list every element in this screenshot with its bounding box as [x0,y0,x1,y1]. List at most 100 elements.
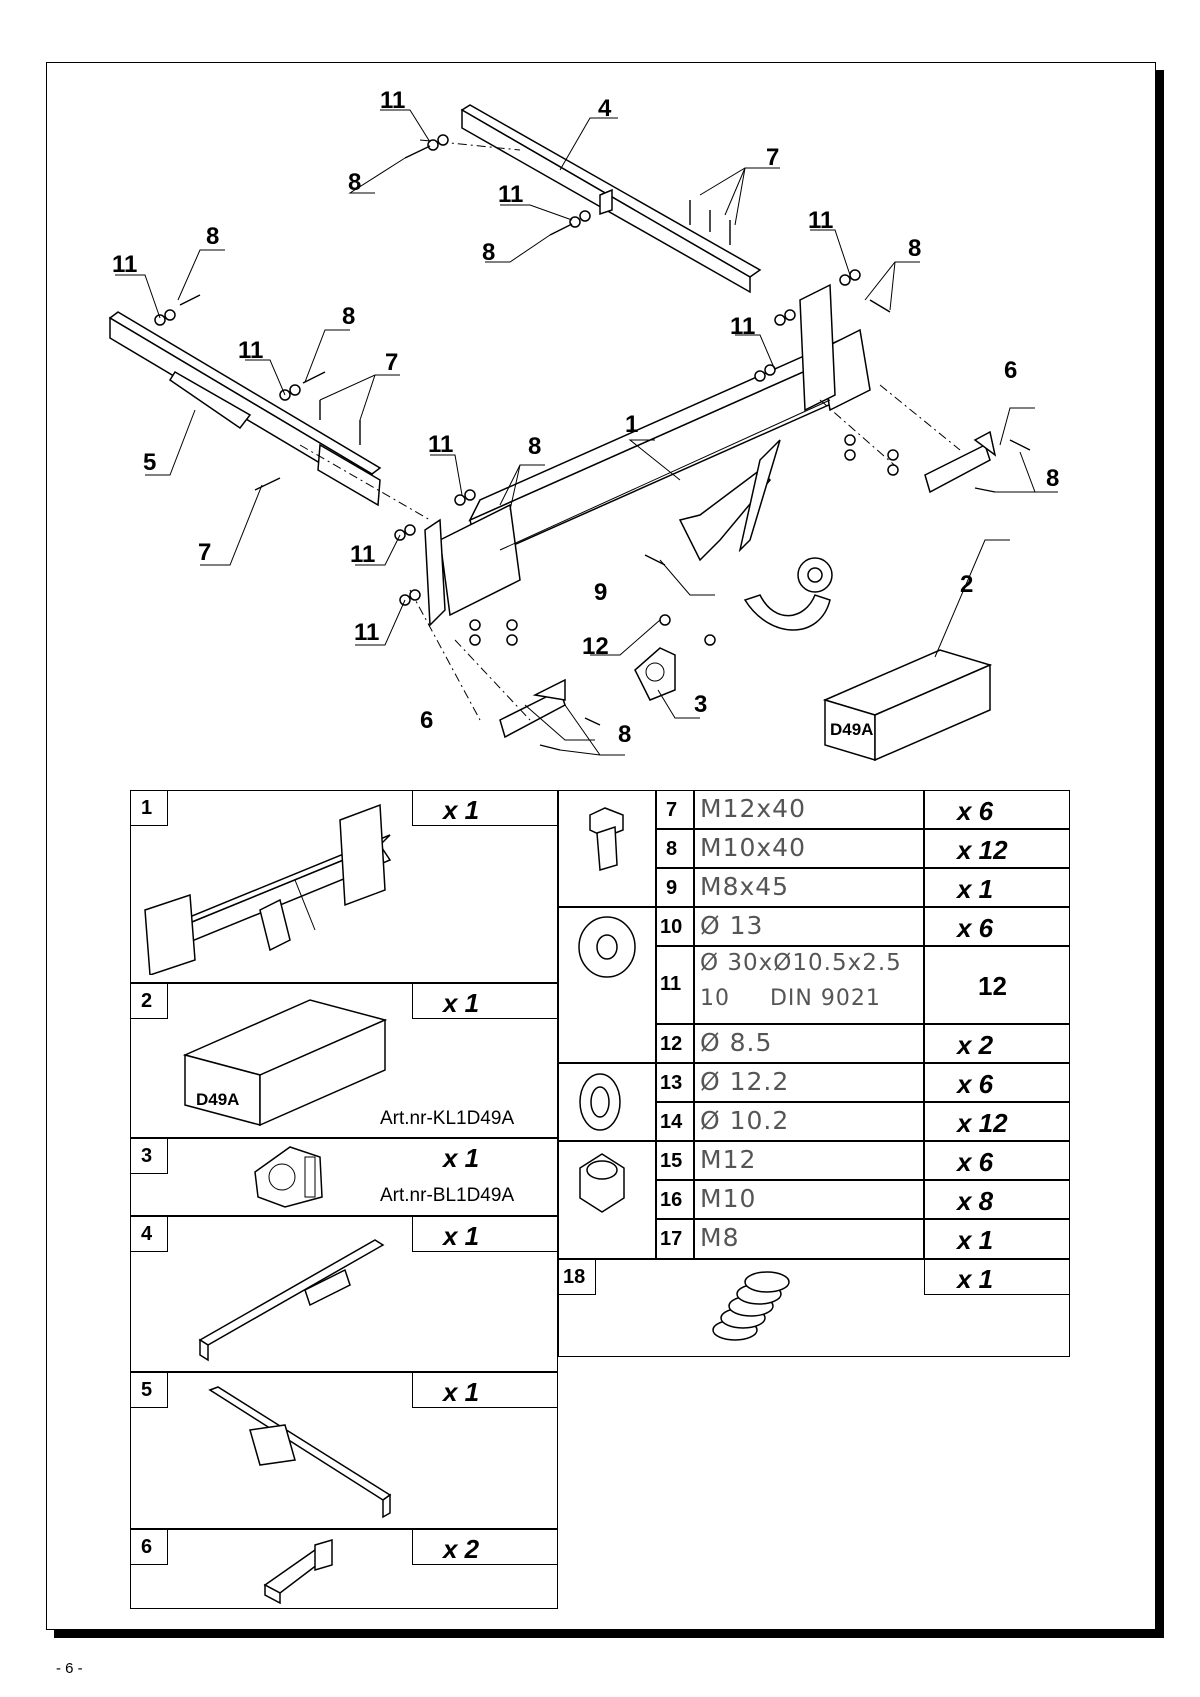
row-11-number-box [656,946,694,1024]
row-9-number-box [656,868,694,907]
row-9-qty: x 1 [957,874,994,904]
row-15-qty: x 6 [957,1147,994,1177]
row-17-spec-box [694,1219,924,1259]
callout-7a: 7 [766,144,779,171]
fasteners [154,134,1031,751]
part-2-box-label: D49A [196,1090,239,1109]
packaging-box-part-2: D49A [822,649,993,762]
row-11-number: 11 [660,973,682,995]
row-12-qty-box [924,1024,1070,1063]
row-14-spec-box [694,1102,924,1141]
row-15-spec: M12 [700,1145,757,1174]
callout-11c: 11 [808,207,833,234]
callout-7b: 7 [385,349,398,376]
row-7-qty-box [924,790,1070,829]
row-12-spec-box [694,1024,924,1063]
row-15-number: 15 [660,1150,683,1172]
row-14-number: 14 [660,1111,683,1133]
spring-washer-icon [579,1073,621,1131]
row-10-spec: Ø 13 [700,911,764,940]
row-13-number: 13 [660,1072,683,1094]
callout-6b: 6 [1004,357,1017,384]
box-label: D49A [830,720,873,739]
row-10-qty: x 6 [957,913,994,943]
part-3-socket-plate-image [254,1146,323,1208]
part-18-qty: x 1 [957,1264,994,1294]
part-4-side-rail-image [198,1239,385,1362]
part-3-article-number: Art.nr-BL1D49A [380,1185,515,1206]
row-17-spec: M8 [700,1223,740,1252]
row-10-number-box [656,907,694,946]
row-17-qty-box [924,1219,1070,1259]
part-18-spring-icon [712,1271,790,1341]
row-17-number-box [656,1219,694,1259]
part-1-qty-box [412,790,558,826]
callout-8b: 8 [482,239,495,266]
part-18-qty-box [924,1259,1070,1295]
row-16-spec: M10 [700,1184,757,1213]
row-9-qty-box [924,868,1070,907]
socket-plate-part-3 [634,647,676,701]
part-2-qty-box [412,983,558,1019]
row-9-number: 9 [666,877,678,899]
row-11-qty-box [924,946,1070,1024]
row-7-spec-box [694,790,924,829]
row-7-number: 7 [666,799,678,821]
bracket-part-6-right [924,430,997,494]
callout-11f: 11 [428,431,453,458]
part-5-qty-box [412,1372,558,1408]
row-11-qty: 12 [978,971,1007,1001]
row-9-spec-box [694,868,924,907]
part-4-qty-box [412,1216,558,1252]
row-12-number-box [656,1024,694,1063]
callout-8c: 8 [908,235,921,262]
row-11-spec-line-2: 10 DIN 9021 [700,986,881,1011]
row-8-number: 8 [666,838,678,860]
part-5-side-rail-image [208,1386,392,1519]
row-8-spec-box [694,829,924,868]
row-12-spec: Ø 8.5 [700,1028,773,1057]
callout-7c: 7 [198,539,211,566]
part-18-number-box [558,1259,596,1295]
part-6-qty-box [412,1529,558,1565]
callout-8e: 8 [342,303,355,330]
part-1-crossmember-image [144,803,392,975]
row-16-qty: x 8 [957,1186,994,1216]
row-13-number-box [656,1063,694,1102]
part-2-article-number: Art.nr-KL1D49A [380,1108,515,1129]
callout-numbers: 11 8 4 7 11 8 11 8 11 8 11 8 7 5 7 11 8 … [112,87,1059,748]
part-6-number: 6 [141,1536,153,1558]
part-2-number-box [130,983,168,1019]
callout-4: 4 [598,95,612,122]
part-4-number-box [130,1216,168,1252]
row-7-qty: x 6 [957,796,994,826]
part-5-number: 5 [141,1379,153,1401]
callout-11b: 11 [498,181,523,208]
part-1-number: 1 [141,797,153,819]
callout-8a: 8 [348,169,361,196]
row-8-spec: M10x40 [700,833,806,862]
nut-icon [579,1153,625,1213]
callout-11e: 11 [238,337,263,364]
row-16-number-box [656,1180,694,1219]
part-2-number: 2 [141,990,153,1012]
row-15-number-box [656,1141,694,1180]
callout-1: 1 [625,411,638,438]
row-13-spec-box [694,1063,924,1102]
callout-8h: 8 [618,721,631,748]
callout-9: 9 [594,579,607,606]
row-16-qty-box [924,1180,1070,1219]
callout-11i: 11 [730,313,755,340]
callout-11h: 11 [354,619,379,646]
part-3-qty: x 1 [443,1143,480,1173]
callout-11a: 11 [380,87,405,114]
part-6-qty: x 2 [443,1534,480,1564]
row-7-spec: M12x40 [700,794,806,823]
part-3-cell [130,1138,558,1216]
row-9-spec: M8x45 [700,872,790,901]
flat-washer-icon [578,916,636,978]
callout-2: 2 [960,571,973,598]
row-8-qty: x 12 [957,835,1008,865]
row-13-qty: x 6 [957,1069,994,1099]
row-7-number-box [656,790,694,829]
